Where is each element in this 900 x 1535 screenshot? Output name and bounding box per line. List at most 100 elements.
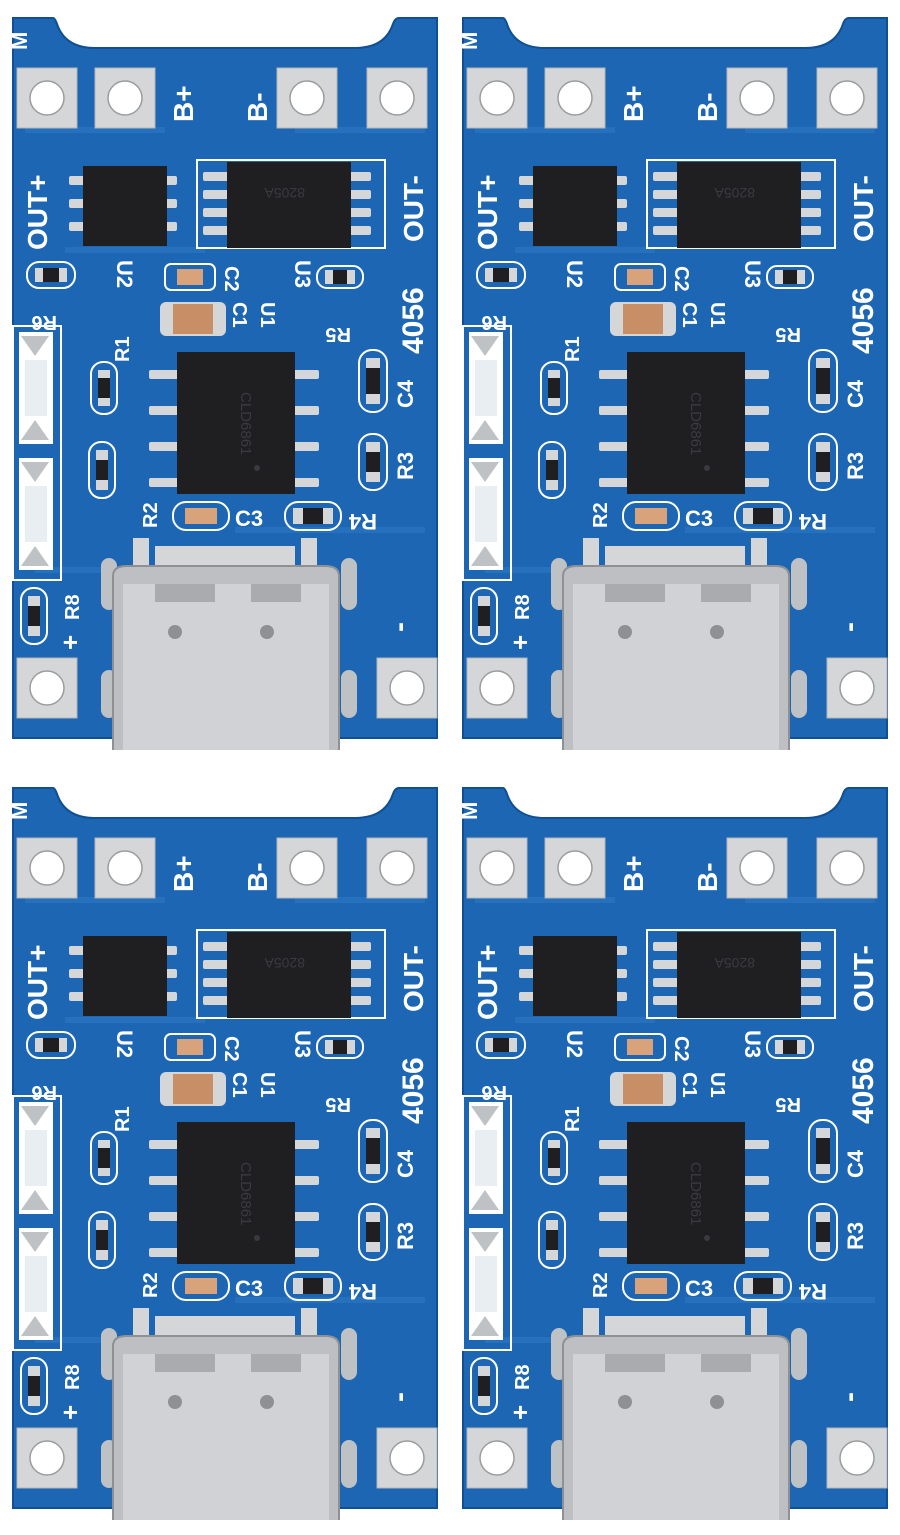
capacitor-c2 — [614, 263, 666, 291]
label-b-minus: B- — [692, 862, 723, 892]
label-r6: R6 — [481, 1081, 507, 1103]
mosfet-u2 — [519, 936, 627, 1016]
label-c2: C2 — [220, 266, 242, 292]
led-icon — [25, 360, 47, 416]
label-out-minus: OUT- — [848, 945, 879, 1012]
pad-b-plus — [94, 837, 156, 899]
label-r5: R5 — [775, 323, 801, 345]
label-u1: U1 — [706, 302, 728, 328]
led-icon — [475, 360, 497, 416]
label-r2: R2 — [590, 1272, 612, 1298]
label-r3: R3 — [843, 1222, 868, 1250]
label-plus: + — [55, 635, 85, 650]
label-b-minus: B- — [242, 92, 273, 122]
label-r4: R4 — [798, 1279, 827, 1304]
capacitor-c1 — [610, 302, 676, 336]
capacitor-c4 — [808, 1119, 838, 1183]
resistor-r8 — [470, 587, 498, 645]
pad-b-minus — [726, 67, 788, 129]
label-out-minus: OUT- — [398, 945, 429, 1012]
resistor-r5 — [316, 265, 364, 289]
label-c4: C4 — [393, 1149, 418, 1178]
label-u3: U3 — [290, 260, 315, 288]
pad-input-minus — [826, 1427, 888, 1489]
label-u1: U1 — [706, 1072, 728, 1098]
u3-marking: 8205A — [714, 955, 755, 971]
status-leds — [12, 325, 62, 581]
status-leds — [462, 325, 512, 581]
resistor-r5 — [766, 265, 814, 289]
label-chip: 4056 — [847, 287, 880, 354]
label-r6: R6 — [31, 1081, 57, 1103]
mosfet-u2 — [69, 936, 177, 1016]
label-b-plus: B+ — [618, 855, 649, 892]
pad-top-4 — [366, 837, 428, 899]
led-icon-2 — [475, 486, 497, 542]
pad-top-1 — [16, 67, 78, 129]
resistor-r6 — [476, 1031, 526, 1059]
label-r1: R1 — [562, 1106, 584, 1132]
label-c3: C3 — [685, 1276, 713, 1301]
capacitor-c1 — [160, 1072, 226, 1106]
pad-input-plus — [466, 1427, 528, 1489]
label-b-minus: B- — [242, 862, 273, 892]
u3-marking: 8205A — [714, 185, 755, 201]
label-r6: R6 — [481, 311, 507, 333]
label-r8: R8 — [512, 594, 534, 620]
label-c2: C2 — [670, 266, 692, 292]
pad-input-minus — [376, 1427, 438, 1489]
resistor-r4 — [734, 501, 792, 531]
resistor-r8 — [20, 587, 48, 645]
u3-marking: 8205A — [264, 955, 305, 971]
label-c1: C1 — [678, 302, 700, 328]
label-r3: R3 — [843, 452, 868, 480]
mosfet-u2 — [69, 166, 177, 246]
label-u3: U3 — [740, 1030, 765, 1058]
label-out-plus: OUT+ — [472, 175, 503, 250]
resistor-r1 — [90, 361, 118, 415]
resistor-r6 — [26, 1031, 76, 1059]
label-chip: 4056 — [847, 1057, 880, 1124]
label-r8: R8 — [512, 1364, 534, 1390]
resistor-r1 — [540, 1131, 568, 1185]
capacitor-c2 — [614, 1033, 666, 1061]
resistor-r4 — [734, 1271, 792, 1301]
capacitor-c2 — [164, 263, 216, 291]
label-u2: U2 — [112, 1030, 137, 1058]
led-icon-2 — [475, 1256, 497, 1312]
usb-c-port-icon — [551, 1308, 807, 1520]
charger-module-top-left: M B+ B- OUT+ OUT- — [5, 10, 445, 750]
label-r1: R1 — [562, 336, 584, 362]
label-m: M — [7, 802, 32, 820]
resistor-r6 — [26, 261, 76, 289]
label-c2: C2 — [220, 1036, 242, 1062]
led-icon-2 — [25, 1256, 47, 1312]
label-r5: R5 — [325, 323, 351, 345]
label-chip: 4056 — [397, 1057, 430, 1124]
label-r6: R6 — [31, 311, 57, 333]
resistor-r5 — [766, 1035, 814, 1059]
capacitor-c1 — [160, 302, 226, 336]
label-r2: R2 — [140, 1272, 162, 1298]
label-b-plus: B+ — [168, 855, 199, 892]
label-r2: R2 — [140, 502, 162, 528]
pad-input-minus — [376, 657, 438, 719]
label-minus: - — [833, 1392, 866, 1402]
pad-input-minus — [826, 657, 888, 719]
label-c4: C4 — [843, 379, 868, 408]
label-m: M — [7, 32, 32, 50]
resistor-r5 — [316, 1035, 364, 1059]
pad-b-plus — [544, 837, 606, 899]
label-b-plus: B+ — [168, 85, 199, 122]
label-out-minus: OUT- — [398, 175, 429, 242]
label-c4: C4 — [843, 1149, 868, 1178]
label-c2: C2 — [670, 1036, 692, 1062]
usb-c-port-icon — [551, 538, 807, 750]
protection-ic-u3: 8205A — [196, 929, 386, 1019]
label-c1: C1 — [228, 302, 250, 328]
pad-input-plus — [16, 657, 78, 719]
led-icon-2 — [25, 486, 47, 542]
charger-module-top-right: M B+ B- OUT+ OUT- — [455, 10, 895, 750]
protection-ic-u3: 8205A — [646, 929, 836, 1019]
label-c1: C1 — [228, 1072, 250, 1098]
